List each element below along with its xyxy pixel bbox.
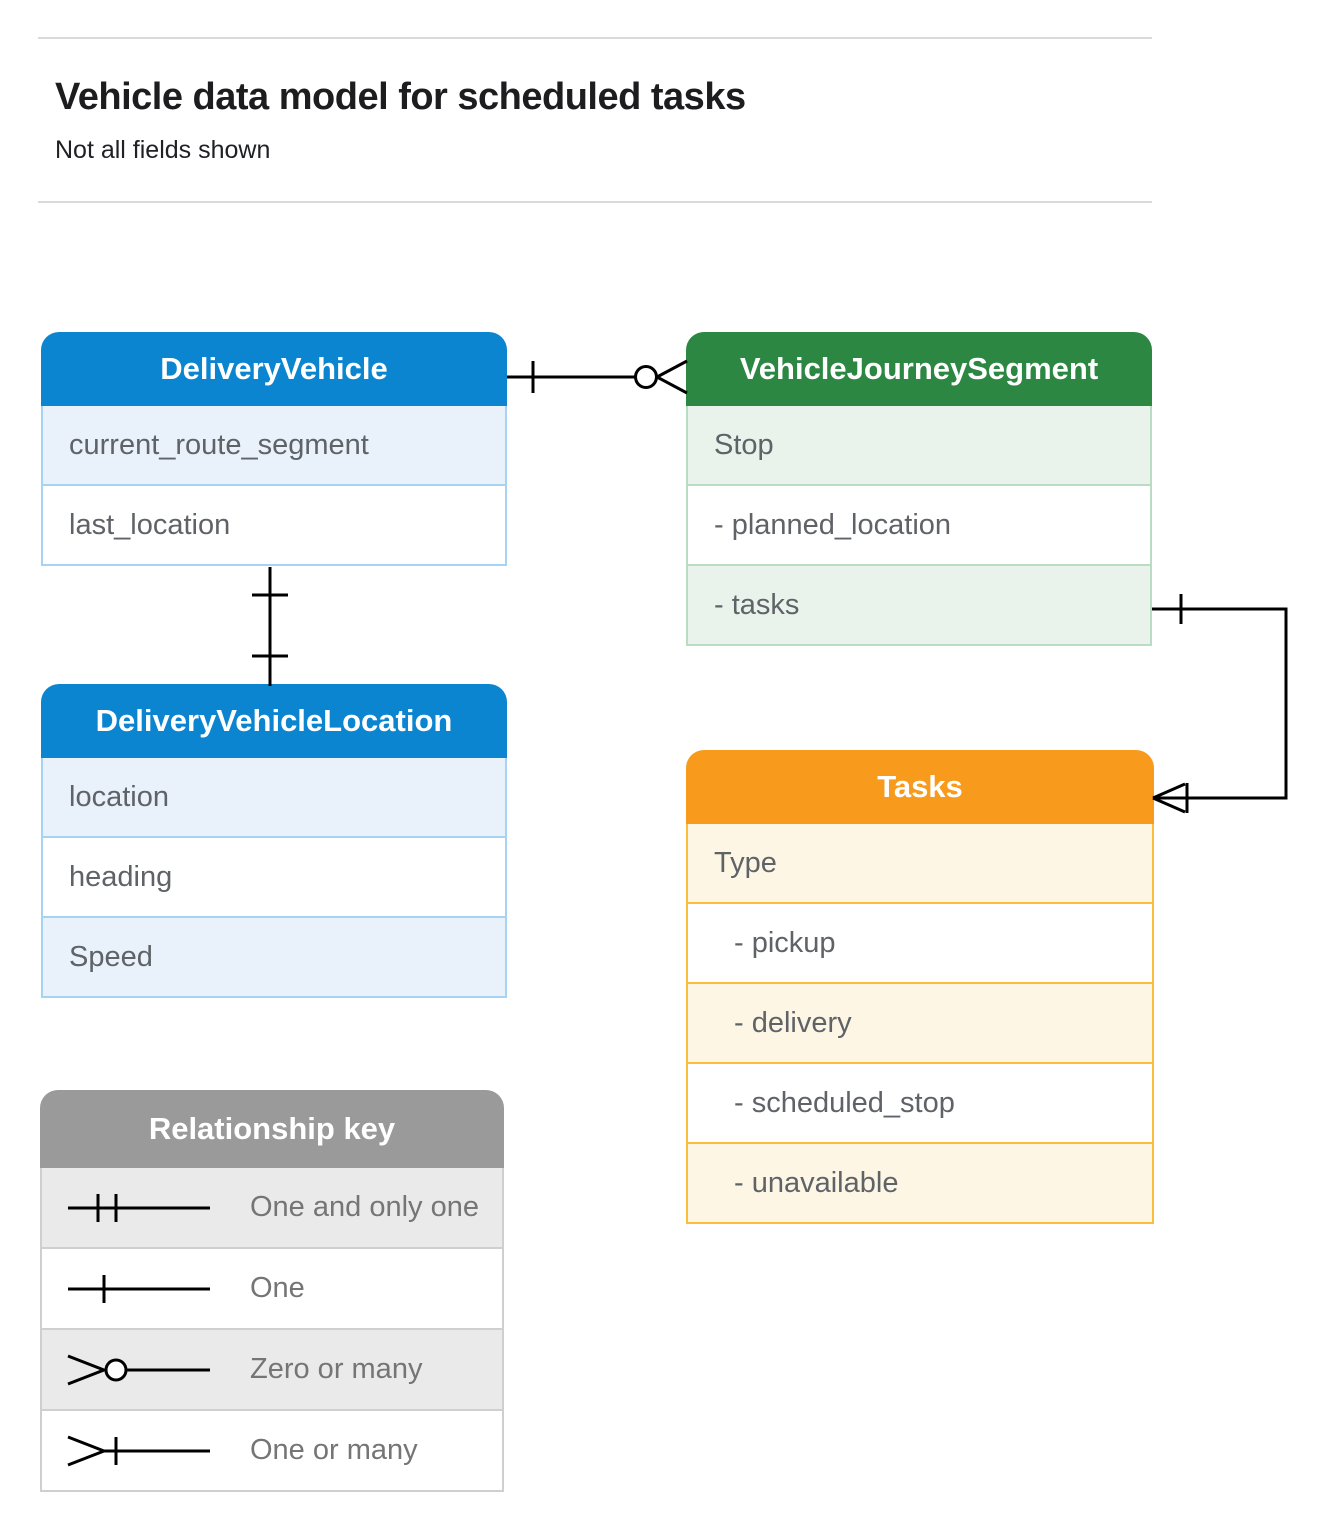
entity-deliveryvehiclelocation: DeliveryVehicleLocation location heading…: [41, 684, 507, 998]
relationship-key-title: Relationship key: [40, 1090, 504, 1168]
header-divider: [38, 201, 1152, 203]
field-speed: Speed: [41, 918, 507, 998]
connector-vehiclejourneysegment-tasks: [1152, 594, 1288, 814]
entity-tasks-title: Tasks: [686, 750, 1154, 824]
relationship-key: Relationship key One and only one One: [40, 1090, 504, 1492]
legend-label: Zero or many: [250, 1353, 423, 1385]
legend-item-one: One: [40, 1249, 504, 1330]
zero-circle-icon: [634, 365, 658, 389]
field-last-location: last_location: [41, 486, 507, 566]
field-stop: Stop: [686, 406, 1152, 486]
entity-vehiclejourneysegment-title: VehicleJourneySegment: [686, 332, 1152, 406]
crow-foot-upper-icon: [656, 359, 688, 379]
entity-tasks: Tasks Type - pickup - delivery - schedul…: [686, 750, 1154, 1224]
crow-foot-lower-icon: [656, 375, 688, 395]
crow-foot-upper-icon: [1152, 782, 1186, 800]
field-tasks: - tasks: [686, 566, 1152, 646]
page-subtitle: Not all fields shown: [55, 136, 271, 164]
zero-or-many-icon: [67, 1354, 210, 1385]
legend-label: One or many: [250, 1434, 418, 1466]
top-divider: [38, 37, 1152, 39]
connector-line: [1152, 607, 1288, 800]
crow-foot-lower-icon: [1152, 796, 1186, 814]
field-delivery: - delivery: [686, 984, 1154, 1064]
connector-deliveryvehicle-deliveryvehiclelocation: [252, 567, 288, 686]
field-current-route-segment: current_route_segment: [41, 406, 507, 486]
field-type: Type: [686, 824, 1154, 904]
page-title: Vehicle data model for scheduled tasks: [55, 76, 746, 118]
legend-item-one-and-only-one: One and only one: [40, 1168, 504, 1249]
field-location: location: [41, 758, 507, 838]
field-scheduled-stop: - scheduled_stop: [686, 1064, 1154, 1144]
legend-label: One: [250, 1272, 305, 1304]
entity-deliveryvehicle: DeliveryVehicle current_route_segment la…: [41, 332, 507, 566]
field-pickup: - pickup: [686, 904, 1154, 984]
entity-vehiclejourneysegment: VehicleJourneySegment Stop - planned_loc…: [686, 332, 1152, 646]
one-icon: [68, 1274, 210, 1303]
field-planned-location: - planned_location: [686, 486, 1152, 566]
field-unavailable: - unavailable: [686, 1144, 1154, 1224]
one-and-only-one-icon: [68, 1193, 210, 1222]
legend-item-one-or-many: One or many: [40, 1411, 504, 1492]
entity-deliveryvehicle-title: DeliveryVehicle: [41, 332, 507, 406]
legend-label: One and only one: [250, 1191, 479, 1223]
field-heading: heading: [41, 838, 507, 918]
entity-deliveryvehiclelocation-title: DeliveryVehicleLocation: [41, 684, 507, 758]
connector-deliveryvehicle-vehiclejourneysegment: [507, 359, 688, 395]
legend-item-zero-or-many: Zero or many: [40, 1330, 504, 1411]
one-or-many-icon: [67, 1435, 210, 1466]
